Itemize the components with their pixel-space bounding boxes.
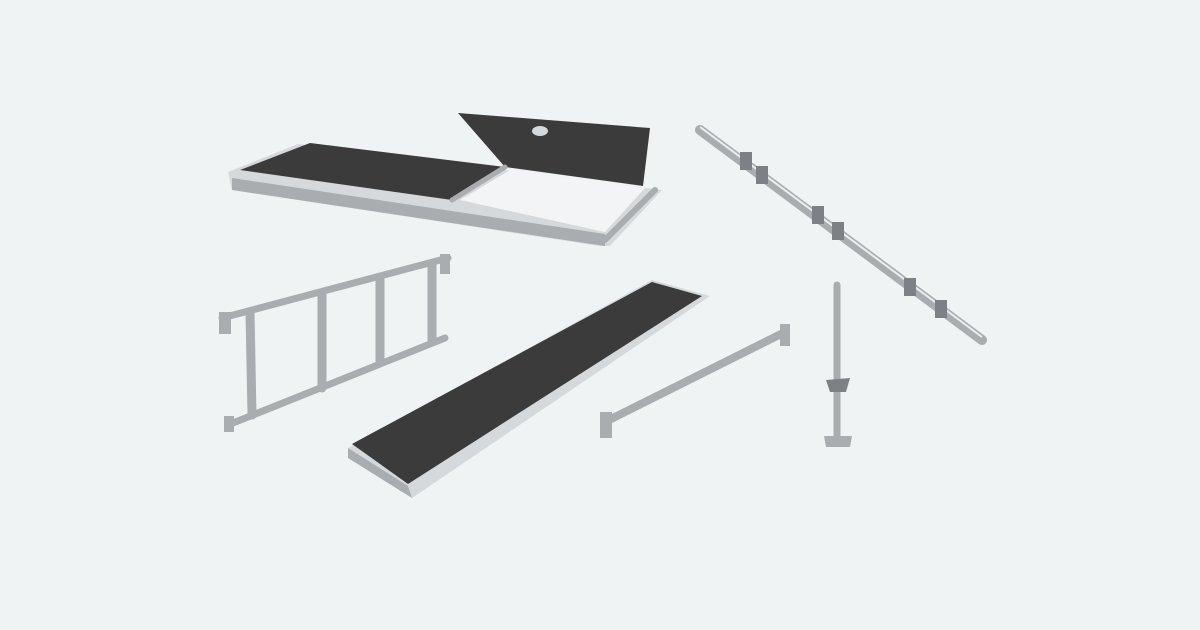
component-part (824, 436, 852, 447)
component-part (826, 378, 850, 392)
component-part (240, 143, 505, 200)
component-part (352, 282, 702, 484)
component-part (449, 164, 508, 203)
ladder-frame (218, 254, 452, 432)
component-part (601, 328, 789, 426)
component-part (904, 278, 916, 296)
component-part (602, 187, 658, 243)
component-part (224, 334, 449, 429)
component-part (458, 113, 650, 186)
ledger-bar (600, 324, 790, 438)
component-part (532, 126, 548, 136)
component-part (756, 166, 768, 184)
standard-tube (695, 125, 987, 345)
hatch-platform (228, 113, 662, 246)
component-part (812, 206, 824, 224)
component-part (832, 222, 844, 240)
component-part (348, 448, 412, 498)
deck-plank (348, 280, 710, 498)
component-part (224, 416, 234, 432)
component-part (460, 170, 645, 232)
component-part (232, 178, 605, 246)
component-part (780, 324, 790, 346)
component-part (245, 307, 257, 420)
component-part (740, 152, 752, 170)
component-part (935, 300, 947, 318)
component-part (440, 254, 450, 274)
component-part (219, 312, 231, 334)
component-part (218, 254, 452, 322)
component-part (600, 412, 612, 438)
base-jack (824, 281, 852, 447)
